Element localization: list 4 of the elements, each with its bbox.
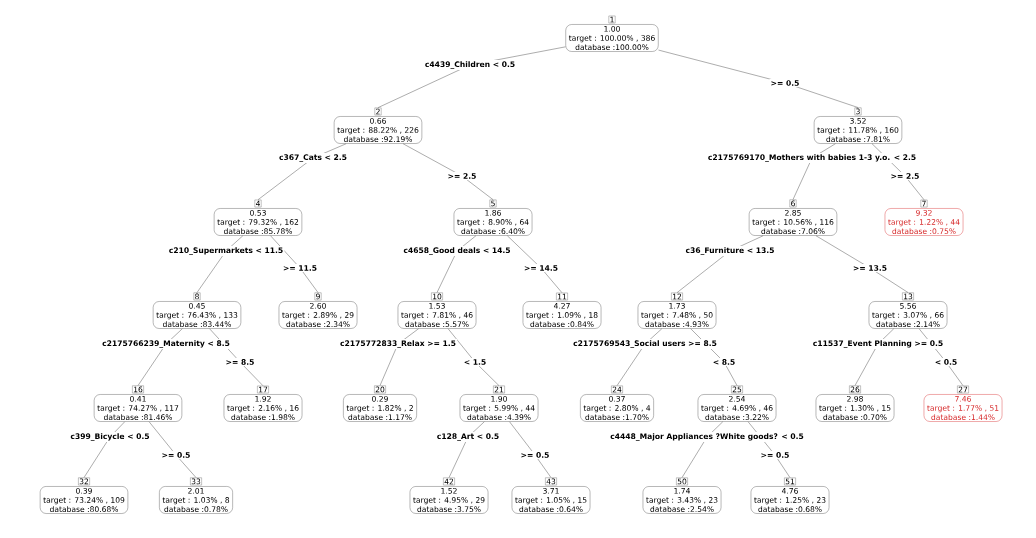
branch-line xyxy=(447,328,500,386)
branch-line xyxy=(196,235,244,293)
branch-line xyxy=(270,235,319,293)
branch-line xyxy=(148,421,197,478)
